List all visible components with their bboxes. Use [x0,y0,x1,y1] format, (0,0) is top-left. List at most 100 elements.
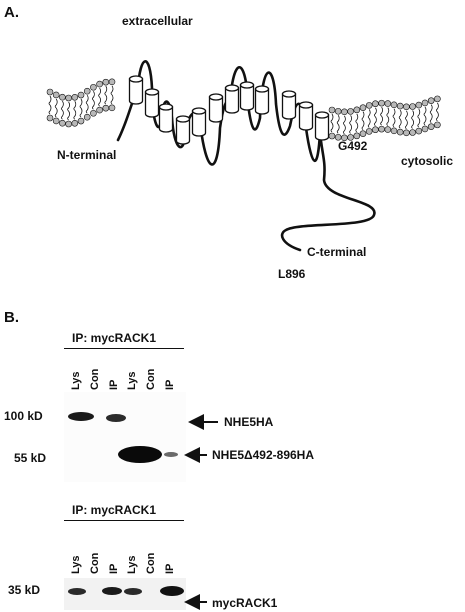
lipid-head [77,117,85,125]
lipid-head [359,104,367,111]
lipid-tail [79,98,83,109]
lipid-tail [361,111,365,121]
lipid-head [334,107,342,115]
lipid-head [396,128,404,136]
lipid-tail [386,116,390,126]
lipid-tail [355,113,359,124]
lipid-head [396,102,404,110]
lipid-tail [411,119,414,129]
lipid-tail [398,118,402,129]
blot1-lane-6: IP [164,379,176,390]
lipid-tail [79,107,83,118]
lipid-head [341,108,348,116]
lipid-tail [423,106,427,117]
lipid-head [365,128,373,135]
blot1-ip-rule [64,348,184,349]
blot2-band-1 [68,588,86,595]
lipid-head [359,130,367,137]
lipid-head [108,78,116,86]
lipid-head [71,93,79,101]
blot2-band-4 [124,588,142,595]
lipid-tail [104,85,108,96]
tm-segment [254,85,270,115]
transmembrane-segments [128,75,330,145]
lipid-head [65,94,72,102]
lipid-head [390,127,398,135]
lipid-head [90,83,97,91]
lipid-head [90,109,97,117]
lipid-head [341,134,348,142]
lipid-tail [374,116,377,127]
blot1-lane-4: Lys [126,371,138,390]
blot1-membrane [64,392,186,482]
lipid-head [427,123,435,130]
c-terminal-label: C-terminal [307,245,367,259]
tm-segment [239,81,255,111]
blot2-lane-5: Con [145,552,157,574]
blot2-ip-rule [64,520,184,521]
lipid-head [83,113,91,121]
lipid-tail [48,104,52,115]
lipid-tail [386,107,390,117]
tm-segment [281,90,297,120]
lipid-tail [67,101,70,112]
lipid-head [59,119,66,127]
lipid-tail [104,94,108,105]
lipid-tail [110,94,114,105]
lipid-tail [380,106,383,117]
lipid-tail [330,122,334,133]
blot2-arrow-label-mycrack1: mycRACK1 [212,596,278,610]
lipid-tail [85,94,89,105]
n-terminal-label: N-terminal [57,148,117,162]
blot1-band-ip-100 [106,414,126,422]
blot2-lane-1: Lys [70,555,82,574]
lipid-tail [67,110,70,121]
lipid-head [403,103,410,111]
lipid-tail [98,96,101,107]
lipid-head [52,117,60,125]
blot2-band-6 [160,586,184,596]
blot1-marker-100: 100 kD [4,409,43,423]
lipid-tail [61,109,64,120]
blot2-lane-4: Lys [126,555,138,574]
lipid-head [96,80,103,88]
tm-segment [191,107,207,137]
tm-segment [175,115,191,145]
blot1-arrow-label-nhe5ha: NHE5HA [224,415,274,429]
lipid-head [427,97,435,104]
extracellular-label: extracellular [122,14,193,28]
lipid-tail [392,117,396,128]
lipid-head [365,102,373,109]
lipid-head [372,100,379,108]
lipid-head [52,91,60,99]
lipid-head [421,125,429,133]
lipid-tail [380,115,383,126]
blot1-lane-2: Con [89,368,101,390]
lipid-tail [336,124,340,134]
lipid-head [353,132,361,140]
lipid-tail [367,109,371,119]
lipid-tail [330,113,334,124]
lipid-tail [61,100,64,111]
lipid-bilayer-left [46,78,116,128]
lipid-head [384,100,392,107]
lipid-head [328,132,336,140]
lipid-head [378,99,385,107]
lipid-tail [367,118,371,128]
cytosolic-label: cytosolic [401,154,454,168]
lipid-bilayer-right [328,95,441,142]
blot2-lane-2: Con [89,552,101,574]
lipid-head [353,106,361,114]
lipid-head [77,91,85,99]
panel-a-label: A. [4,4,19,21]
l896-label: L896 [278,267,306,281]
lipid-tail [343,115,346,126]
lipid-tail [48,95,52,106]
lipid-head [434,95,441,103]
lipid-tail [436,111,439,122]
lipid-tail [398,109,402,120]
blot1-band-lys-100 [68,412,94,421]
lipid-head [409,129,416,136]
blot1-band-lys-55 [118,446,162,463]
lipid-head [372,126,379,134]
